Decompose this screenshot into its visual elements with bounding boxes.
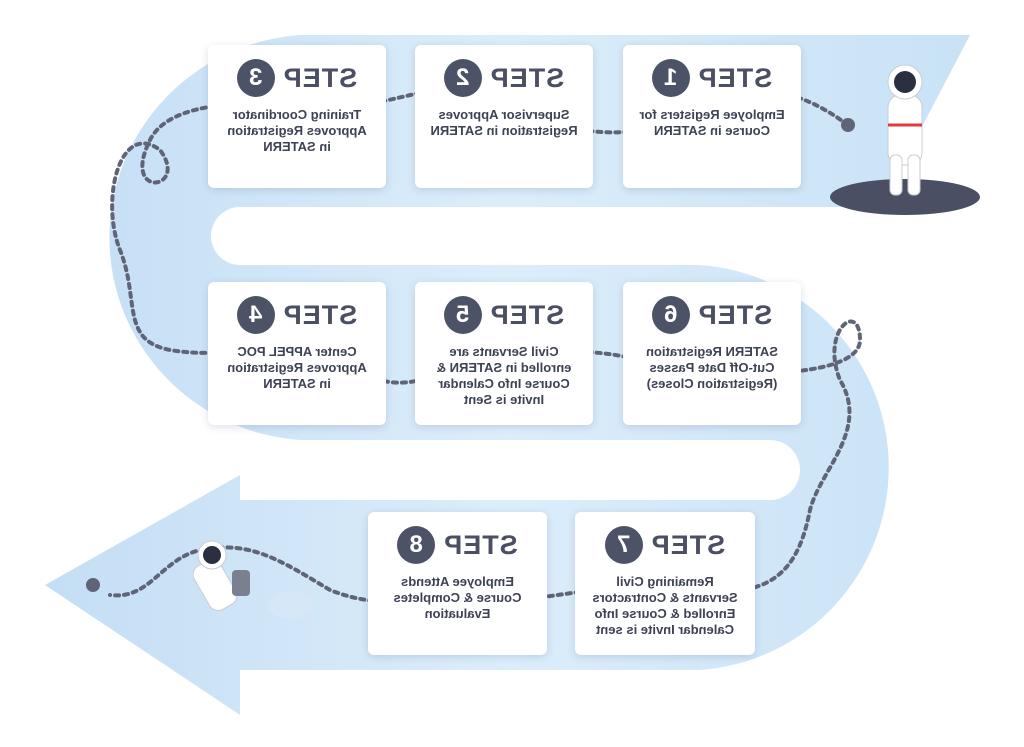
step-label: STEP <box>489 62 565 93</box>
trail-start-dot <box>841 118 855 132</box>
step-label: STEP <box>697 62 773 93</box>
step-label: STEP <box>650 529 726 560</box>
step-description: Remaining Civil Servants & Contractors E… <box>592 574 738 637</box>
step-description: Civil Servants are enrolled in SATERN & … <box>436 344 572 407</box>
step-label: STEP <box>443 529 518 560</box>
step-description: SATERN Registration Cut-Off Date Passes … <box>646 344 778 391</box>
trail-end-dot <box>86 578 100 592</box>
step-description: Employee Registers for Course in SATERN <box>639 107 785 138</box>
step-label: STEP <box>282 62 358 93</box>
step-number-badge: 2 <box>443 59 482 97</box>
step-number-badge: 5 <box>443 296 482 334</box>
step-description: Center APPEL POC Approves Registration i… <box>227 344 367 391</box>
standing-astronaut-icon <box>830 64 980 215</box>
step-number-badge: 6 <box>651 296 690 334</box>
step-number-badge: 1 <box>651 59 690 97</box>
step-number-badge: 8 <box>397 526 436 564</box>
step-label: STEP <box>697 299 773 330</box>
step-description: Supervisor Approves Registration in SATE… <box>430 107 578 138</box>
step-label: STEP <box>282 299 358 330</box>
step-number-badge: 4 <box>236 296 275 334</box>
step-number-badge: 3 <box>236 59 275 97</box>
step-label: STEP <box>489 299 565 330</box>
step-description: Employee Attends Course & Completes Eval… <box>393 574 522 621</box>
step-number-badge: 7 <box>604 526 643 564</box>
flying-astronaut-icon <box>192 540 312 619</box>
step-description: Training Coordinator Approves Registrati… <box>227 107 367 154</box>
